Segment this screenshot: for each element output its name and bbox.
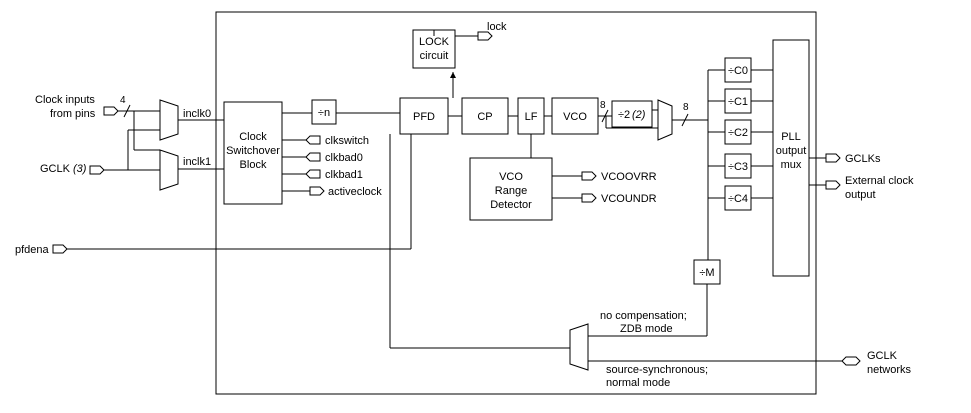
lf-label: LF: [525, 111, 538, 123]
vcoovrr-pin: [581, 171, 597, 181]
div-n-block: [311, 99, 337, 125]
clock-inputs-pin: [103, 106, 119, 116]
post-scale-mux: [657, 99, 673, 141]
gclk-input-label: GCLK: [40, 163, 71, 175]
feedback-mux: [569, 323, 589, 371]
vcoundr-pin: [581, 193, 597, 203]
pfdena-label: pfdena: [15, 244, 50, 256]
output-mux-label-3: mux: [781, 159, 802, 171]
div-m-label: ÷M: [699, 267, 714, 279]
lock-output-pin: [477, 31, 493, 41]
clock-inputs-label: Clock inputs: [35, 94, 95, 106]
vco-label: VCO: [563, 111, 587, 123]
clkbad1-label: clkbad1: [325, 169, 363, 181]
lock-circuit-label-2: circuit: [420, 50, 449, 62]
bus-width-in-label: 4: [120, 95, 126, 106]
src-sync-label-2: normal mode: [606, 377, 670, 389]
inclk0-mux: [159, 99, 179, 141]
range-label-3: Detector: [490, 199, 532, 211]
div-c0-block: [724, 57, 752, 83]
lock-circuit-block: [412, 29, 456, 69]
output-mux-label-2: output: [776, 145, 807, 157]
div-n-label: ÷n: [318, 107, 330, 119]
clkswitch-pin: [305, 135, 321, 145]
div-2-note: (2): [632, 109, 646, 121]
ext-clock-label-1: External clock: [845, 175, 914, 187]
gclk-input-pin: [89, 165, 105, 175]
lock-label: lock: [487, 21, 507, 33]
div-c4-label: ÷C4: [728, 193, 748, 205]
vco-bus-width-label: 8: [600, 100, 606, 111]
pfdena-pin: [52, 244, 68, 254]
mux-bus-slash: [681, 113, 689, 127]
clkbad0-pin: [305, 152, 321, 162]
clock-inputs-label-2: from pins: [50, 108, 96, 120]
clkswitch-label: clkswitch: [325, 135, 369, 147]
div-c2-block: [724, 119, 752, 145]
div-c1-block: [724, 88, 752, 114]
div-c2-label: ÷C2: [728, 127, 748, 139]
mux-bus-width-label: 8: [683, 102, 689, 113]
gclks-pin: [825, 153, 841, 163]
pfd-label: PFD: [413, 111, 435, 123]
inclk0-label: inclk0: [183, 108, 211, 120]
vcoovrr-label: VCOOVRR: [601, 171, 657, 183]
activeclock-pin: [309, 186, 325, 196]
ext-clock-pin: [825, 180, 841, 190]
lock-circuit-label-1: LOCK: [419, 36, 450, 48]
vco-bus-slash: [601, 109, 609, 123]
output-mux-label-1: PLL: [781, 131, 801, 143]
vcoundr-label: VCOUNDR: [601, 193, 657, 205]
no-comp-label-1: no compensation;: [600, 310, 687, 322]
switchover-title-1: Clock: [239, 131, 267, 143]
inclk1-mux: [159, 149, 179, 191]
div-c0-label: ÷C0: [728, 65, 748, 77]
gclk-input-note: (3): [73, 163, 87, 175]
div-2-label: ÷2: [618, 109, 630, 121]
no-comp-label-2: ZDB mode: [620, 323, 673, 335]
cp-block: [461, 97, 509, 135]
activeclock-label: activeclock: [328, 186, 382, 198]
bus-width-slash-in: [123, 104, 131, 118]
gclk-network-label-1: GCLK: [867, 350, 898, 362]
div-c3-label: ÷C3: [728, 161, 748, 173]
cp-label: CP: [477, 111, 492, 123]
inclk1-label: inclk1: [183, 156, 211, 168]
vco-range-detector: [469, 157, 553, 221]
clock-switchover-block: [223, 101, 283, 205]
div-2-block: [611, 100, 653, 128]
clkbad1-pin: [305, 169, 321, 179]
src-sync-label-1: source-synchronous;: [606, 364, 708, 376]
switchover-title-2: Switchover: [226, 145, 280, 157]
vco-block: [551, 97, 599, 135]
range-label-2: Range: [495, 185, 527, 197]
ext-clock-label-2: output: [845, 189, 876, 201]
div-c1-label: ÷C1: [728, 96, 748, 108]
clkbad0-label: clkbad0: [325, 152, 363, 164]
switchover-title-3: Block: [240, 159, 267, 171]
gclks-label: GCLKs: [845, 153, 881, 165]
range-label-1: VCO: [499, 171, 523, 183]
gclk-network-label-2: networks: [867, 364, 912, 376]
pll-output-mux: [772, 39, 810, 277]
gclk-network-pin: [841, 356, 861, 366]
